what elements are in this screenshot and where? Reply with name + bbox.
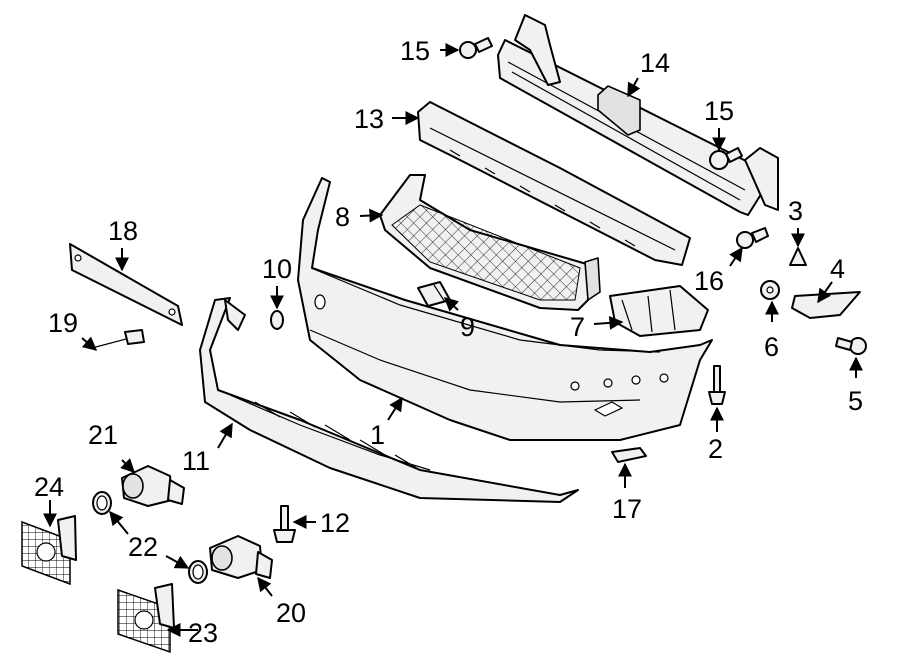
bolt-16: [736, 227, 769, 249]
callout-2: 2: [708, 434, 723, 464]
leader-lines: [43, 43, 863, 637]
callout-7: 7: [570, 312, 585, 342]
callout-5: 5: [848, 386, 863, 416]
impact-bar: [497, 14, 779, 216]
parking-sensor-21: [121, 465, 185, 507]
callout-17: 17: [612, 494, 642, 524]
callout-13: 13: [354, 104, 384, 134]
callout-15a: 15: [400, 36, 430, 66]
callout-9: 9: [460, 312, 475, 342]
callout-6: 6: [764, 332, 779, 362]
screw-5: [835, 337, 867, 355]
ring-22b: [188, 560, 208, 584]
callout-12: 12: [320, 508, 350, 538]
energy-absorber: [417, 101, 691, 266]
callout-11: 11: [182, 446, 210, 476]
callout-10: 10: [262, 254, 292, 284]
callout-20: 20: [276, 598, 306, 628]
callout-1: 1: [370, 420, 385, 450]
callout-21: 21: [88, 420, 118, 450]
clip-3: [789, 247, 807, 266]
rivet: [91, 329, 145, 349]
callout-18: 18: [108, 216, 138, 246]
callout-8: 8: [335, 202, 350, 232]
callout-16: 16: [694, 266, 724, 296]
tow-hook-cover: [611, 447, 647, 463]
bolt-9: [417, 281, 451, 307]
parking-sensor-20: [209, 535, 273, 579]
bumper-cover: [297, 177, 713, 441]
callout-4: 4: [830, 254, 845, 284]
callout-19: 19: [48, 308, 78, 338]
nut-6: [760, 280, 780, 300]
seal-10: [270, 310, 284, 330]
callout-15b: 15: [704, 96, 734, 126]
bolt-15a: [459, 37, 493, 59]
callout-24: 24: [34, 472, 64, 502]
ring-22: [92, 491, 112, 515]
lower-valance: [199, 297, 579, 503]
callout-14: 14: [640, 48, 670, 78]
sensor-bracket-24: [21, 515, 77, 586]
callout-22: 22: [128, 532, 158, 562]
bolt-15b: [709, 147, 743, 170]
bolt-2: [708, 365, 726, 405]
sensor-bracket-23: [117, 583, 175, 654]
bracket-4: [791, 291, 861, 319]
grille: [379, 174, 601, 311]
callout-3: 3: [788, 196, 803, 226]
bolt-12: [273, 505, 296, 543]
callout-23: 23: [188, 618, 218, 648]
license-bracket: [69, 243, 183, 326]
